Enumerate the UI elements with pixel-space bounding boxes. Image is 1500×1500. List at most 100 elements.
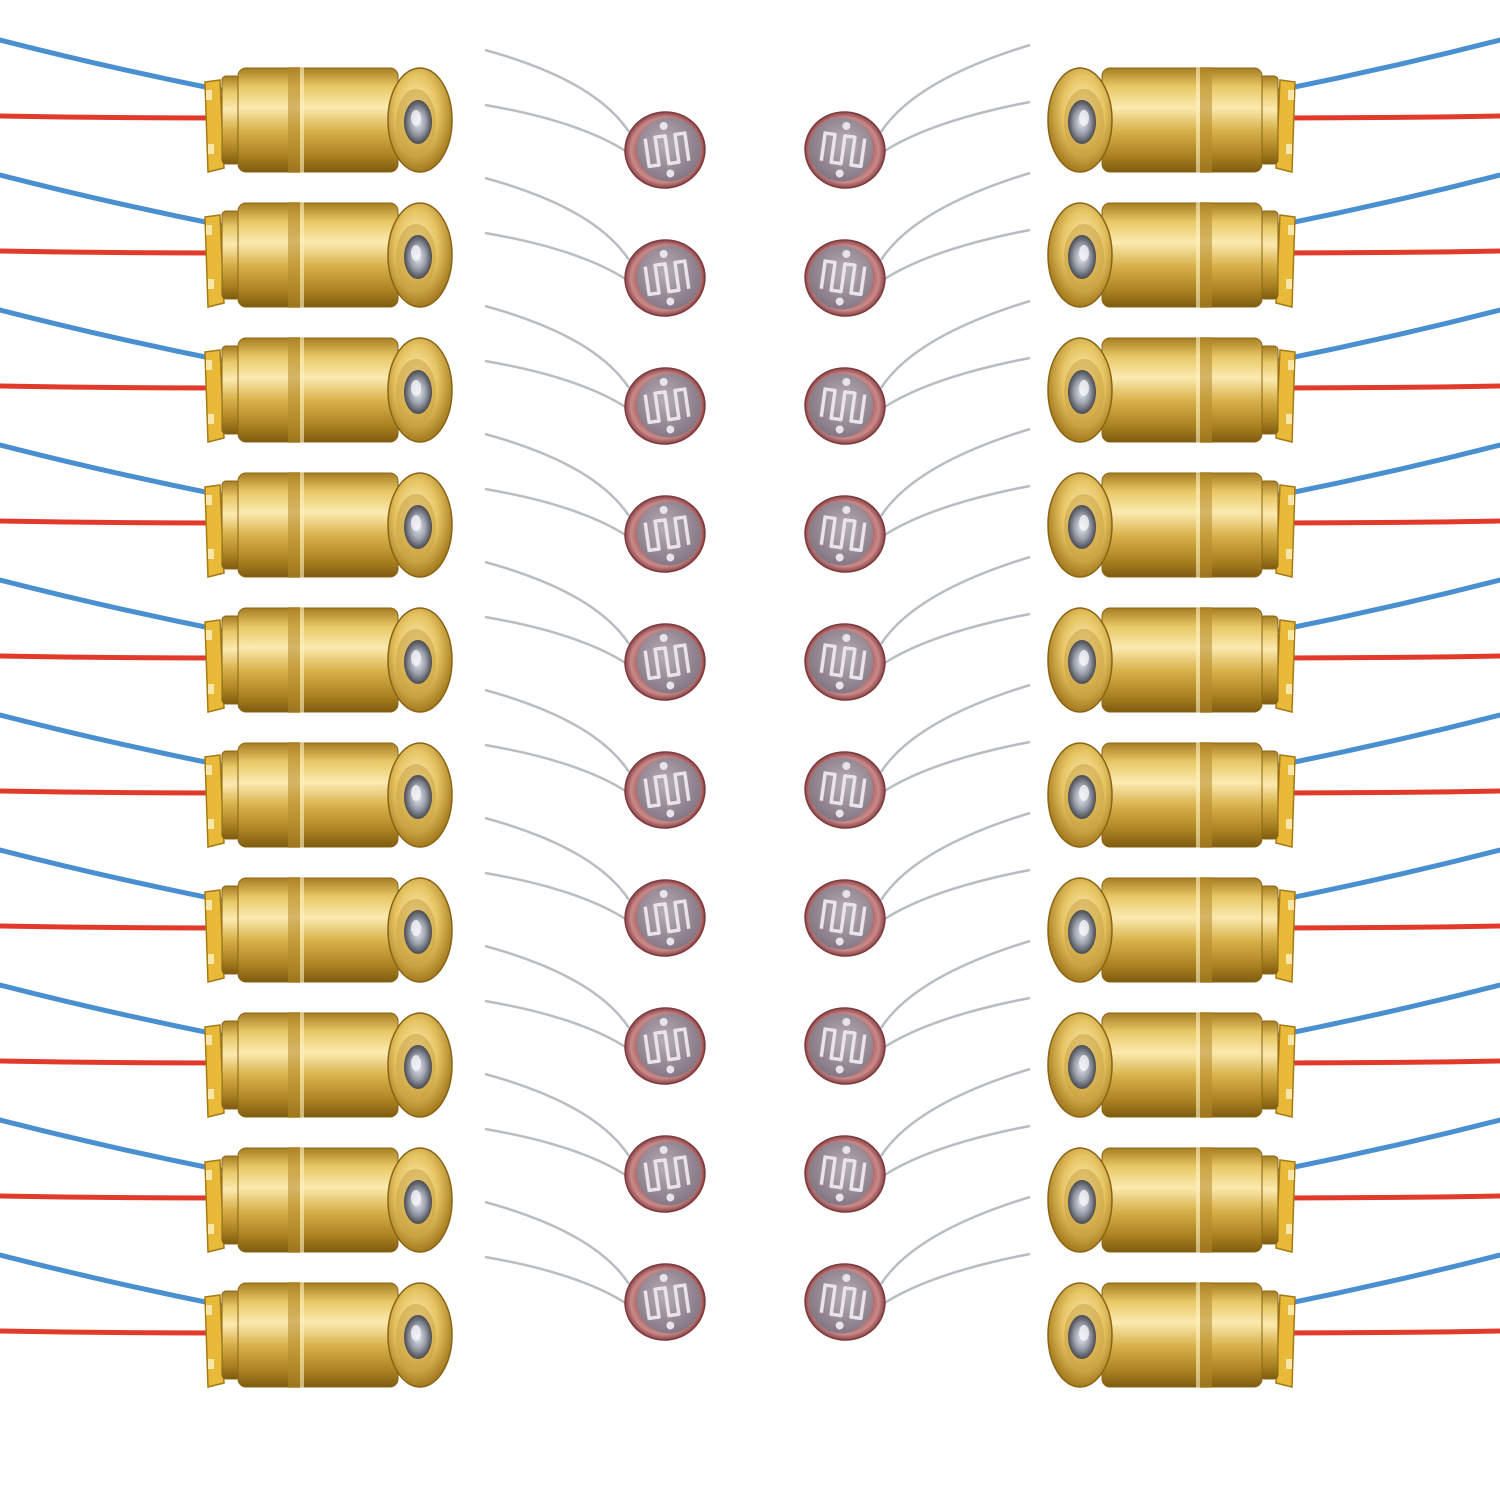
photoresistor-lead bbox=[879, 555, 1031, 645]
photoresistor-lead bbox=[484, 304, 631, 389]
laser-diode-module bbox=[1047, 1281, 1296, 1389]
photoresistor-lead bbox=[876, 740, 1031, 798]
photoresistor-lead bbox=[484, 1127, 634, 1182]
laser-diode-module bbox=[204, 201, 453, 309]
blue-wire bbox=[1277, 577, 1500, 633]
red-wire bbox=[0, 113, 223, 121]
laser-diode-module bbox=[1047, 66, 1296, 174]
blue-wire bbox=[0, 847, 223, 903]
blue-wire bbox=[0, 172, 223, 228]
photoresistor-lead bbox=[484, 944, 631, 1029]
laser-diode-module bbox=[1047, 336, 1296, 444]
right-photoresistor-column bbox=[798, 43, 1031, 1347]
red-wire bbox=[0, 653, 223, 661]
photoresistor-lead bbox=[484, 743, 634, 798]
photoresistor-lead bbox=[484, 999, 634, 1054]
laser-diode-module bbox=[204, 606, 453, 714]
laser-diode-module bbox=[1047, 201, 1296, 309]
laser-diode-module bbox=[204, 876, 453, 984]
photoresistor-lead bbox=[876, 484, 1031, 542]
photoresistor-lead bbox=[484, 432, 631, 517]
left-wire-column bbox=[0, 37, 223, 1336]
photoresistor-lead bbox=[879, 1067, 1031, 1157]
red-wire bbox=[0, 383, 223, 391]
blue-wire bbox=[1277, 982, 1500, 1038]
photoresistor-lead bbox=[876, 356, 1031, 414]
photoresistor-lead bbox=[484, 103, 634, 158]
red-wire bbox=[0, 788, 223, 796]
photoresistor-lead bbox=[484, 816, 631, 901]
blue-wire bbox=[0, 307, 223, 363]
red-wire bbox=[0, 1193, 223, 1201]
photoresistor-lead bbox=[879, 299, 1031, 389]
laser-diode-module bbox=[1047, 741, 1296, 849]
photoresistor-lead bbox=[484, 176, 631, 261]
blue-wire bbox=[1277, 847, 1500, 903]
red-wire bbox=[0, 923, 223, 931]
photoresistor-lead bbox=[876, 996, 1031, 1054]
blue-wire bbox=[1277, 37, 1500, 93]
blue-wire bbox=[0, 1252, 223, 1308]
blue-wire bbox=[1277, 712, 1500, 768]
photoresistor-lead bbox=[484, 231, 634, 286]
blue-wire bbox=[0, 1117, 223, 1173]
photoresistor-lead bbox=[876, 228, 1031, 286]
photoresistor-lead bbox=[876, 100, 1031, 158]
photoresistor-lead bbox=[484, 1200, 631, 1285]
blue-wire bbox=[1277, 172, 1500, 228]
photoresistor-lead bbox=[484, 871, 634, 926]
red-wire bbox=[0, 248, 223, 256]
photoresistor-lead bbox=[876, 612, 1031, 670]
laser-diode-module bbox=[204, 1146, 453, 1254]
photoresistor-lead bbox=[484, 487, 634, 542]
blue-wire bbox=[0, 982, 223, 1038]
blue-wire bbox=[0, 442, 223, 498]
photoresistor-lead bbox=[879, 427, 1031, 517]
photoresistor-lead bbox=[876, 1252, 1031, 1310]
laser-diode-module bbox=[204, 1281, 453, 1389]
photoresistor-lead bbox=[879, 43, 1031, 133]
red-wire bbox=[1277, 113, 1500, 121]
laser-diode-module bbox=[204, 471, 453, 579]
laser-diode-module bbox=[1047, 471, 1296, 579]
red-wire bbox=[1277, 1058, 1500, 1066]
red-wire bbox=[1277, 1328, 1500, 1336]
laser-diode-module bbox=[1047, 606, 1296, 714]
photoresistor-lead bbox=[484, 48, 631, 133]
red-wire bbox=[0, 518, 223, 526]
red-wire bbox=[1277, 1193, 1500, 1201]
photoresistor-lead bbox=[484, 359, 634, 414]
photoresistor-lead bbox=[876, 1124, 1031, 1182]
blue-wire bbox=[1277, 307, 1500, 363]
photoresistor-lead bbox=[484, 1072, 631, 1157]
photoresistor-lead bbox=[879, 939, 1031, 1029]
photoresistor-lead bbox=[879, 171, 1031, 261]
photoresistor-lead bbox=[879, 811, 1031, 901]
blue-wire bbox=[1277, 1252, 1500, 1308]
blue-wire bbox=[0, 577, 223, 633]
red-wire bbox=[1277, 788, 1500, 796]
photoresistor-lead bbox=[876, 868, 1031, 926]
photoresistor-lead bbox=[879, 683, 1031, 773]
laser-diode-module bbox=[1047, 1011, 1296, 1119]
laser-diode-module bbox=[204, 1011, 453, 1119]
right-wire-column bbox=[1277, 37, 1500, 1336]
red-wire bbox=[0, 1058, 223, 1066]
laser-diode-module bbox=[204, 66, 453, 174]
laser-diode-module bbox=[1047, 1146, 1296, 1254]
photoresistor-lead bbox=[484, 615, 634, 670]
photoresistor-lead bbox=[484, 1255, 634, 1310]
blue-wire bbox=[0, 37, 223, 93]
photoresistor-lead bbox=[484, 688, 631, 773]
red-wire bbox=[1277, 248, 1500, 256]
photoresistor-lead bbox=[879, 1195, 1031, 1285]
photoresistor-lead bbox=[484, 560, 631, 645]
laser-diode-module bbox=[1047, 876, 1296, 984]
blue-wire bbox=[0, 712, 223, 768]
red-wire bbox=[1277, 653, 1500, 661]
red-wire bbox=[1277, 383, 1500, 391]
laser-diode-module bbox=[204, 336, 453, 444]
blue-wire bbox=[1277, 1117, 1500, 1173]
red-wire bbox=[1277, 518, 1500, 526]
